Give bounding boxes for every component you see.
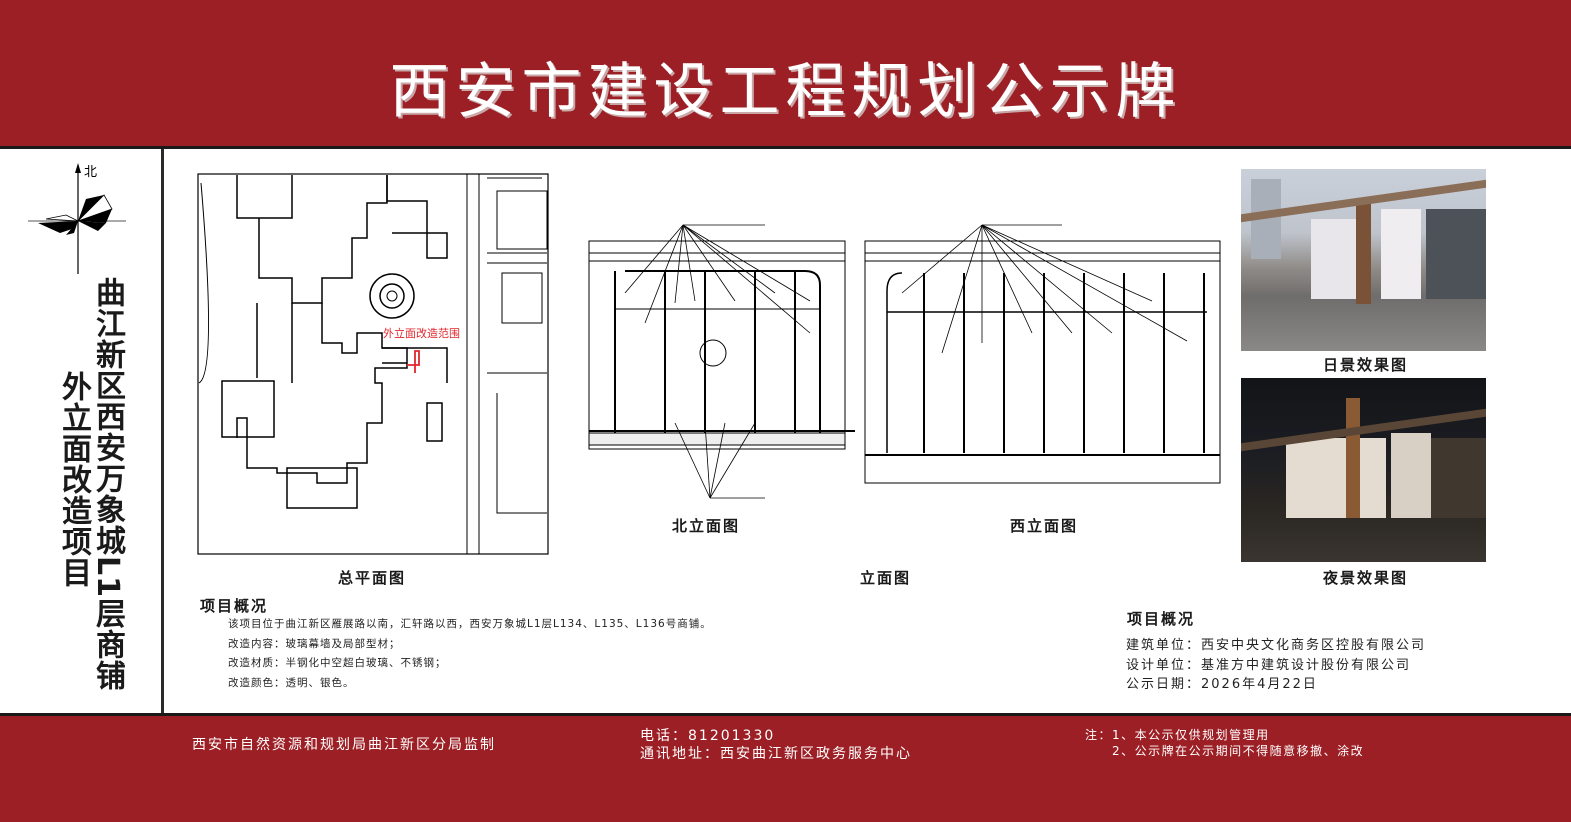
supervisor-text: 西安市自然资源和规划局曲江新区分局监制 [192, 737, 496, 753]
site-plan-caption: 总平面图 [338, 569, 407, 587]
info-text: 建筑单位：西安中央文化商务区控股有限公司 设计单位：基准方中建筑设计股份有限公司… [1126, 636, 1426, 695]
overview-text: 该项目位于曲江新区雁展路以南，汇轩路以西，西安万象城L1层L134、L135、L… [228, 615, 712, 693]
note-2: 2、公示牌在公示期间不得随意移撤、涂改 [1112, 744, 1365, 758]
date-line: 公示日期：2026年4月22日 [1126, 677, 1318, 692]
west-elevation-lines [864, 224, 1221, 484]
note-1: 注：1、本公示仅供规划管理用 [1085, 728, 1270, 742]
designer-line: 设计单位：基准方中建筑设计股份有限公司 [1126, 657, 1412, 673]
site-plan-drawing: 外立面改造范围 [197, 173, 549, 555]
day-rendering-caption: 日景效果图 [1323, 356, 1409, 374]
overview-line: 该项目位于曲江新区雁展路以南，汇轩路以西，西安万象城L1层L134、L135、L… [228, 618, 712, 630]
night-rendering-caption: 夜景效果图 [1323, 569, 1409, 587]
board-body: 北 曲江新区西安万象城L1层商铺 外立面改造项目 [0, 146, 1571, 716]
project-title-sub: 外立面改造项目 [56, 371, 91, 588]
project-title-main: 曲江新区西安万象城L1层商铺 [90, 277, 125, 691]
north-elevation-drawing [565, 213, 855, 513]
site-plan-lines [197, 173, 549, 555]
left-title-panel: 北 曲江新区西安万象城L1层商铺 外立面改造项目 [0, 149, 164, 713]
north-elevation-lines [588, 224, 855, 499]
overview-line: 改造材质：半钢化中空超白玻璃、不锈钢； [228, 657, 447, 669]
overview-line: 改造颜色：透明、银色。 [228, 676, 355, 689]
west-elevation-caption: 西立面图 [1010, 517, 1079, 535]
north-elevation-caption: 北立面图 [672, 517, 741, 535]
svg-text:北: 北 [84, 165, 97, 180]
elevations-caption: 立面图 [860, 569, 912, 587]
footer-banner: 西安市自然资源和规划局曲江新区分局监制 电话：81201330 通讯地址：西安曲… [0, 716, 1571, 822]
overview-title: 项目概况 [200, 597, 269, 615]
phone-text: 电话：81201330 [640, 728, 776, 744]
day-rendering-image [1241, 169, 1486, 351]
north-arrow-icon: 北 [28, 163, 126, 274]
header-banner: 西安市建设工程规划公示牌 [0, 0, 1571, 146]
builder-line: 建筑单位：西安中央文化商务区控股有限公司 [1126, 638, 1427, 653]
info-title: 项目概况 [1127, 610, 1196, 628]
overview-line: 改造内容：玻璃幕墙及局部型材； [228, 637, 401, 650]
west-elevation-drawing [862, 213, 1222, 485]
night-rendering-image [1241, 378, 1486, 562]
scope-label: 外立面改造范围 [383, 327, 460, 340]
board-title: 西安市建设工程规划公示牌 [389, 57, 1182, 127]
address-text: 通讯地址：西安曲江新区政务服务中心 [640, 746, 912, 762]
